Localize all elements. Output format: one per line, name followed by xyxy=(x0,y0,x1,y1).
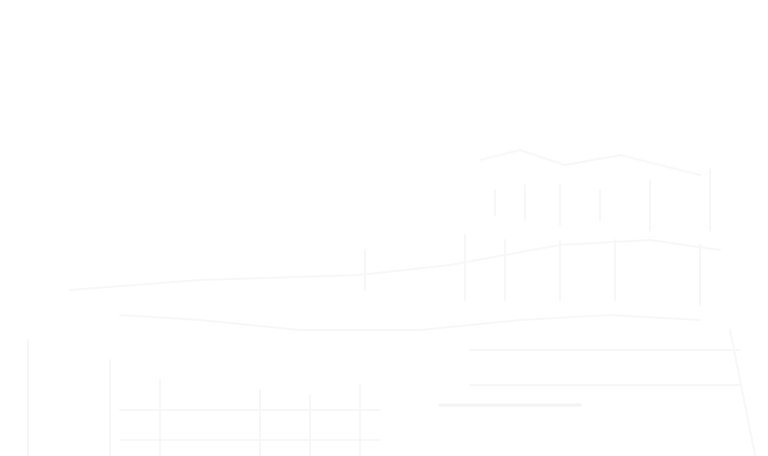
ghost-stroke-mid xyxy=(69,239,721,291)
ghost-stroke-mid-verticals xyxy=(364,234,701,306)
ghost-lower-verticals xyxy=(109,359,361,456)
ghost-right-horizontals xyxy=(469,349,741,386)
ghost-right-diagonal xyxy=(729,329,756,456)
ghost-lower-horizontals xyxy=(119,409,381,441)
ghost-stroke-upper xyxy=(479,149,701,176)
ghost-stroke-lower xyxy=(119,314,701,331)
ghost-stroke-verticals xyxy=(494,169,711,231)
